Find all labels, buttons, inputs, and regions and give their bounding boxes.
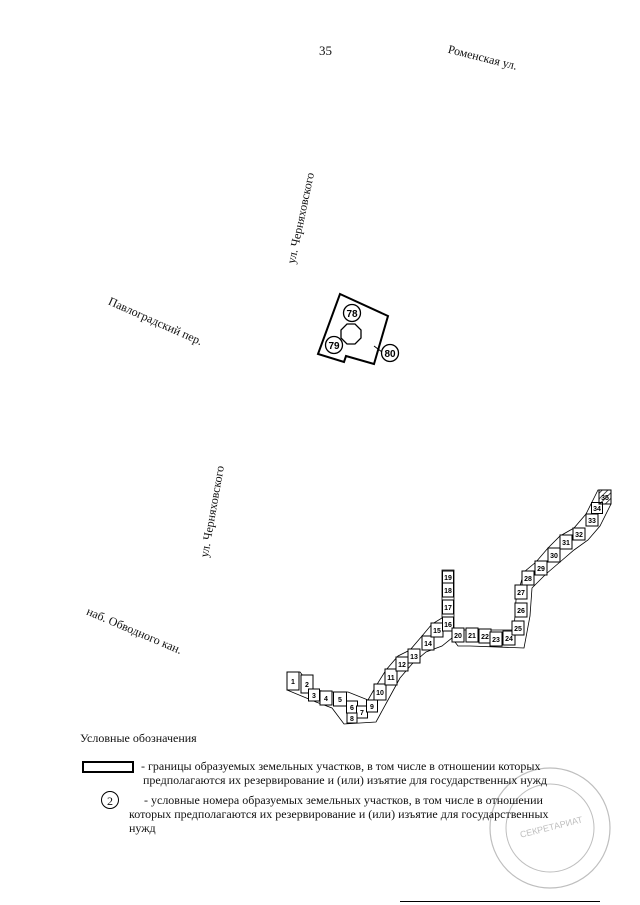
parcel-1 — [286, 671, 300, 691]
parcel-12 — [395, 656, 409, 672]
legend-number-line-1: - условные номера образуемых земельных у… — [144, 793, 543, 807]
parcel-label-27: 27 — [517, 590, 525, 597]
parcel-label-1: 1 — [291, 679, 295, 686]
parcel-20 — [451, 627, 465, 643]
parcel-label-22: 22 — [481, 634, 489, 641]
parcel-27 — [514, 584, 528, 600]
parcel-13 — [407, 648, 421, 664]
legend-number-symbol: 2 — [101, 791, 119, 809]
parcel-label-14: 14 — [424, 641, 432, 648]
parcel-label-3: 3 — [312, 693, 316, 700]
parcel-label-9: 9 — [370, 704, 374, 711]
parcel-31 — [559, 534, 573, 550]
parcel-label-13: 13 — [410, 654, 418, 661]
parcel-19 — [442, 570, 454, 584]
parcel-label-20: 20 — [454, 633, 462, 640]
parcel-30 — [547, 547, 561, 563]
parcel-21 — [465, 627, 479, 643]
legend-boundary-line-1: - границы образуемых земельных участков,… — [141, 759, 541, 773]
parcel-label-33: 33 — [588, 518, 596, 525]
parcel-label-21: 21 — [468, 633, 476, 640]
parcel-4 — [319, 690, 333, 706]
parcel-23 — [489, 631, 503, 647]
octagon-marker — [340, 323, 362, 345]
parcel-label-30: 30 — [550, 553, 558, 560]
parcel-label-16: 16 — [444, 622, 452, 629]
parcel-11 — [384, 668, 398, 686]
parcel-chain-boundary — [286, 489, 612, 725]
legend-boundary-text: - границы образуемых земельных участков,… — [141, 759, 547, 787]
leader-line-80 — [373, 345, 383, 353]
parcel-32 — [572, 527, 586, 541]
parcel-label-6: 6 — [350, 705, 354, 712]
parcel-14 — [421, 635, 435, 651]
parcel-28 — [521, 570, 535, 586]
legend-boundary-swatch — [82, 761, 134, 773]
parcel-10 — [373, 683, 387, 701]
parcel-label-23: 23 — [492, 637, 500, 644]
parcel-label-32: 32 — [575, 532, 583, 539]
parcel-boundary-78-79 — [316, 292, 390, 366]
parcel-16 — [442, 616, 454, 632]
parcel-number-circle-80 — [380, 343, 400, 363]
legend-number-text: - условные номера образуемых земельных у… — [129, 793, 549, 835]
parcel-label-10: 10 — [376, 690, 384, 697]
parcel-group-top: 78 79 80 — [316, 292, 400, 366]
page-number: 35 — [319, 43, 332, 58]
parcel-label-4: 4 — [324, 696, 328, 703]
parcel-label-35: 35 — [601, 495, 609, 502]
parcel-5 — [333, 691, 347, 707]
legend-number-line-3: нужд — [129, 821, 156, 835]
parcel-17 — [442, 599, 454, 615]
parcel-label-11: 11 — [387, 675, 395, 682]
parcel-25 — [511, 620, 525, 636]
parcel-label-2: 2 — [305, 682, 309, 689]
parcel-label-25: 25 — [514, 626, 522, 633]
parcel-number-circle-79 — [324, 335, 344, 355]
parcel-label-19: 19 — [444, 575, 452, 582]
parcel-8 — [346, 712, 358, 724]
parcel-label-17: 17 — [444, 605, 452, 612]
legend-boundary-line-2: предполагаются их резервирование и (или)… — [143, 773, 547, 787]
parcel-label-34: 34 — [593, 506, 601, 513]
parcel-number-80: 80 — [384, 349, 396, 360]
parcel-label-29: 29 — [537, 566, 545, 573]
parcel-9 — [366, 699, 378, 713]
parcel-label-24: 24 — [505, 636, 513, 643]
parcel-label-15: 15 — [433, 628, 441, 635]
legend-title: Условные обозначения — [80, 731, 197, 745]
parcel-label-12: 12 — [398, 662, 406, 669]
parcel-number-78: 78 — [346, 309, 358, 320]
parcel-label-18: 18 — [444, 588, 452, 595]
parcel-26 — [514, 602, 528, 618]
parcel-number-circle-78 — [342, 303, 362, 323]
parcel-label-8: 8 — [350, 716, 354, 723]
parcel-label-31: 31 — [562, 540, 570, 547]
parcel-label-5: 5 — [338, 697, 342, 704]
parcel-label-7: 7 — [360, 710, 364, 717]
legend-number-line-2: которых предполагаются их резервирование… — [129, 807, 549, 821]
parcel-34 — [591, 502, 603, 514]
parcel-label-26: 26 — [517, 608, 525, 615]
footer-rule — [400, 901, 600, 902]
parcel-label-28: 28 — [524, 576, 532, 583]
parcel-29 — [534, 560, 548, 576]
parcel-35 — [598, 489, 612, 505]
parcel-number-79: 79 — [328, 341, 340, 352]
